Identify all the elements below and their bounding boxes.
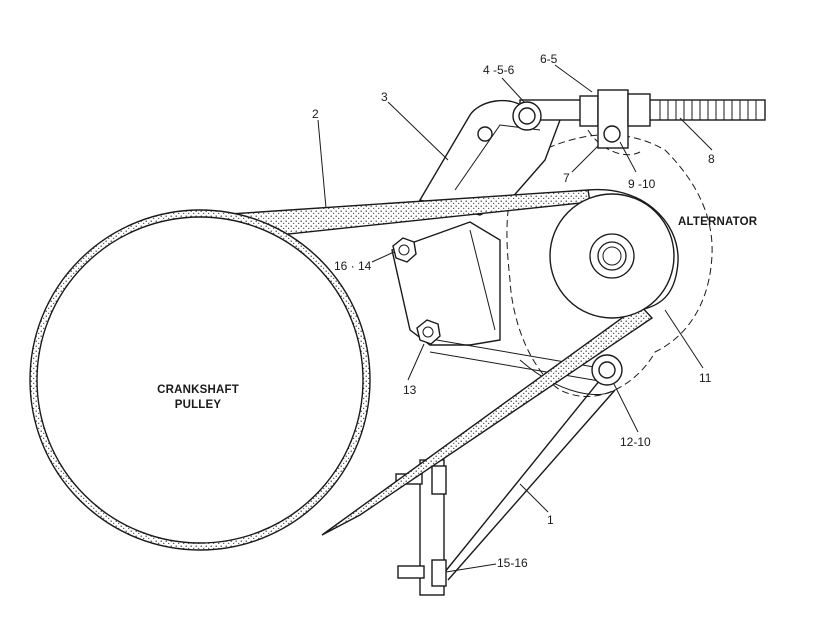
nut-upper [431, 465, 447, 495]
bolt-16-14 [392, 237, 417, 263]
adjusting-rod [512, 89, 766, 149]
crankshaft-pulley [29, 209, 371, 551]
callout-4-5-6: 4 -5-6 [483, 63, 515, 77]
bracket-bolt-hole [477, 126, 493, 142]
callout-6-5: 6-5 [540, 52, 558, 66]
callout-8: 8 [708, 152, 715, 166]
bolt-13 [416, 319, 441, 345]
crankshaft-pulley-label-line1: CRANKSHAFT [157, 384, 239, 396]
callout-1: 1 [547, 513, 554, 527]
mounting-brace [391, 221, 606, 383]
block-bolt [603, 125, 621, 143]
alternator-label: ALTERNATOR [678, 216, 758, 228]
nut-left [579, 95, 599, 127]
callout-2: 2 [312, 107, 319, 121]
callout-7: 7 [563, 171, 570, 185]
alternator-housing [506, 129, 713, 397]
bolt-lower [397, 565, 425, 579]
bolt-12-10 [591, 354, 623, 386]
callout-11: 11 [699, 371, 712, 385]
callout-3: 3 [381, 90, 388, 104]
callout-16-14: 16 · 14 [334, 259, 372, 273]
callout-12-10: 12-10 [620, 435, 651, 449]
callout-15-16: 15-16 [497, 556, 528, 570]
callout-13: 13 [403, 383, 417, 397]
crankshaft-pulley-label-line2: PULLEY [175, 399, 222, 411]
nut-right [627, 93, 651, 127]
callout-9-10: 9 -10 [628, 177, 656, 191]
alternator-pulley [549, 193, 675, 319]
lower-strap [439, 359, 616, 581]
nut-lower [431, 559, 447, 587]
leader-lines [317, 64, 713, 573]
